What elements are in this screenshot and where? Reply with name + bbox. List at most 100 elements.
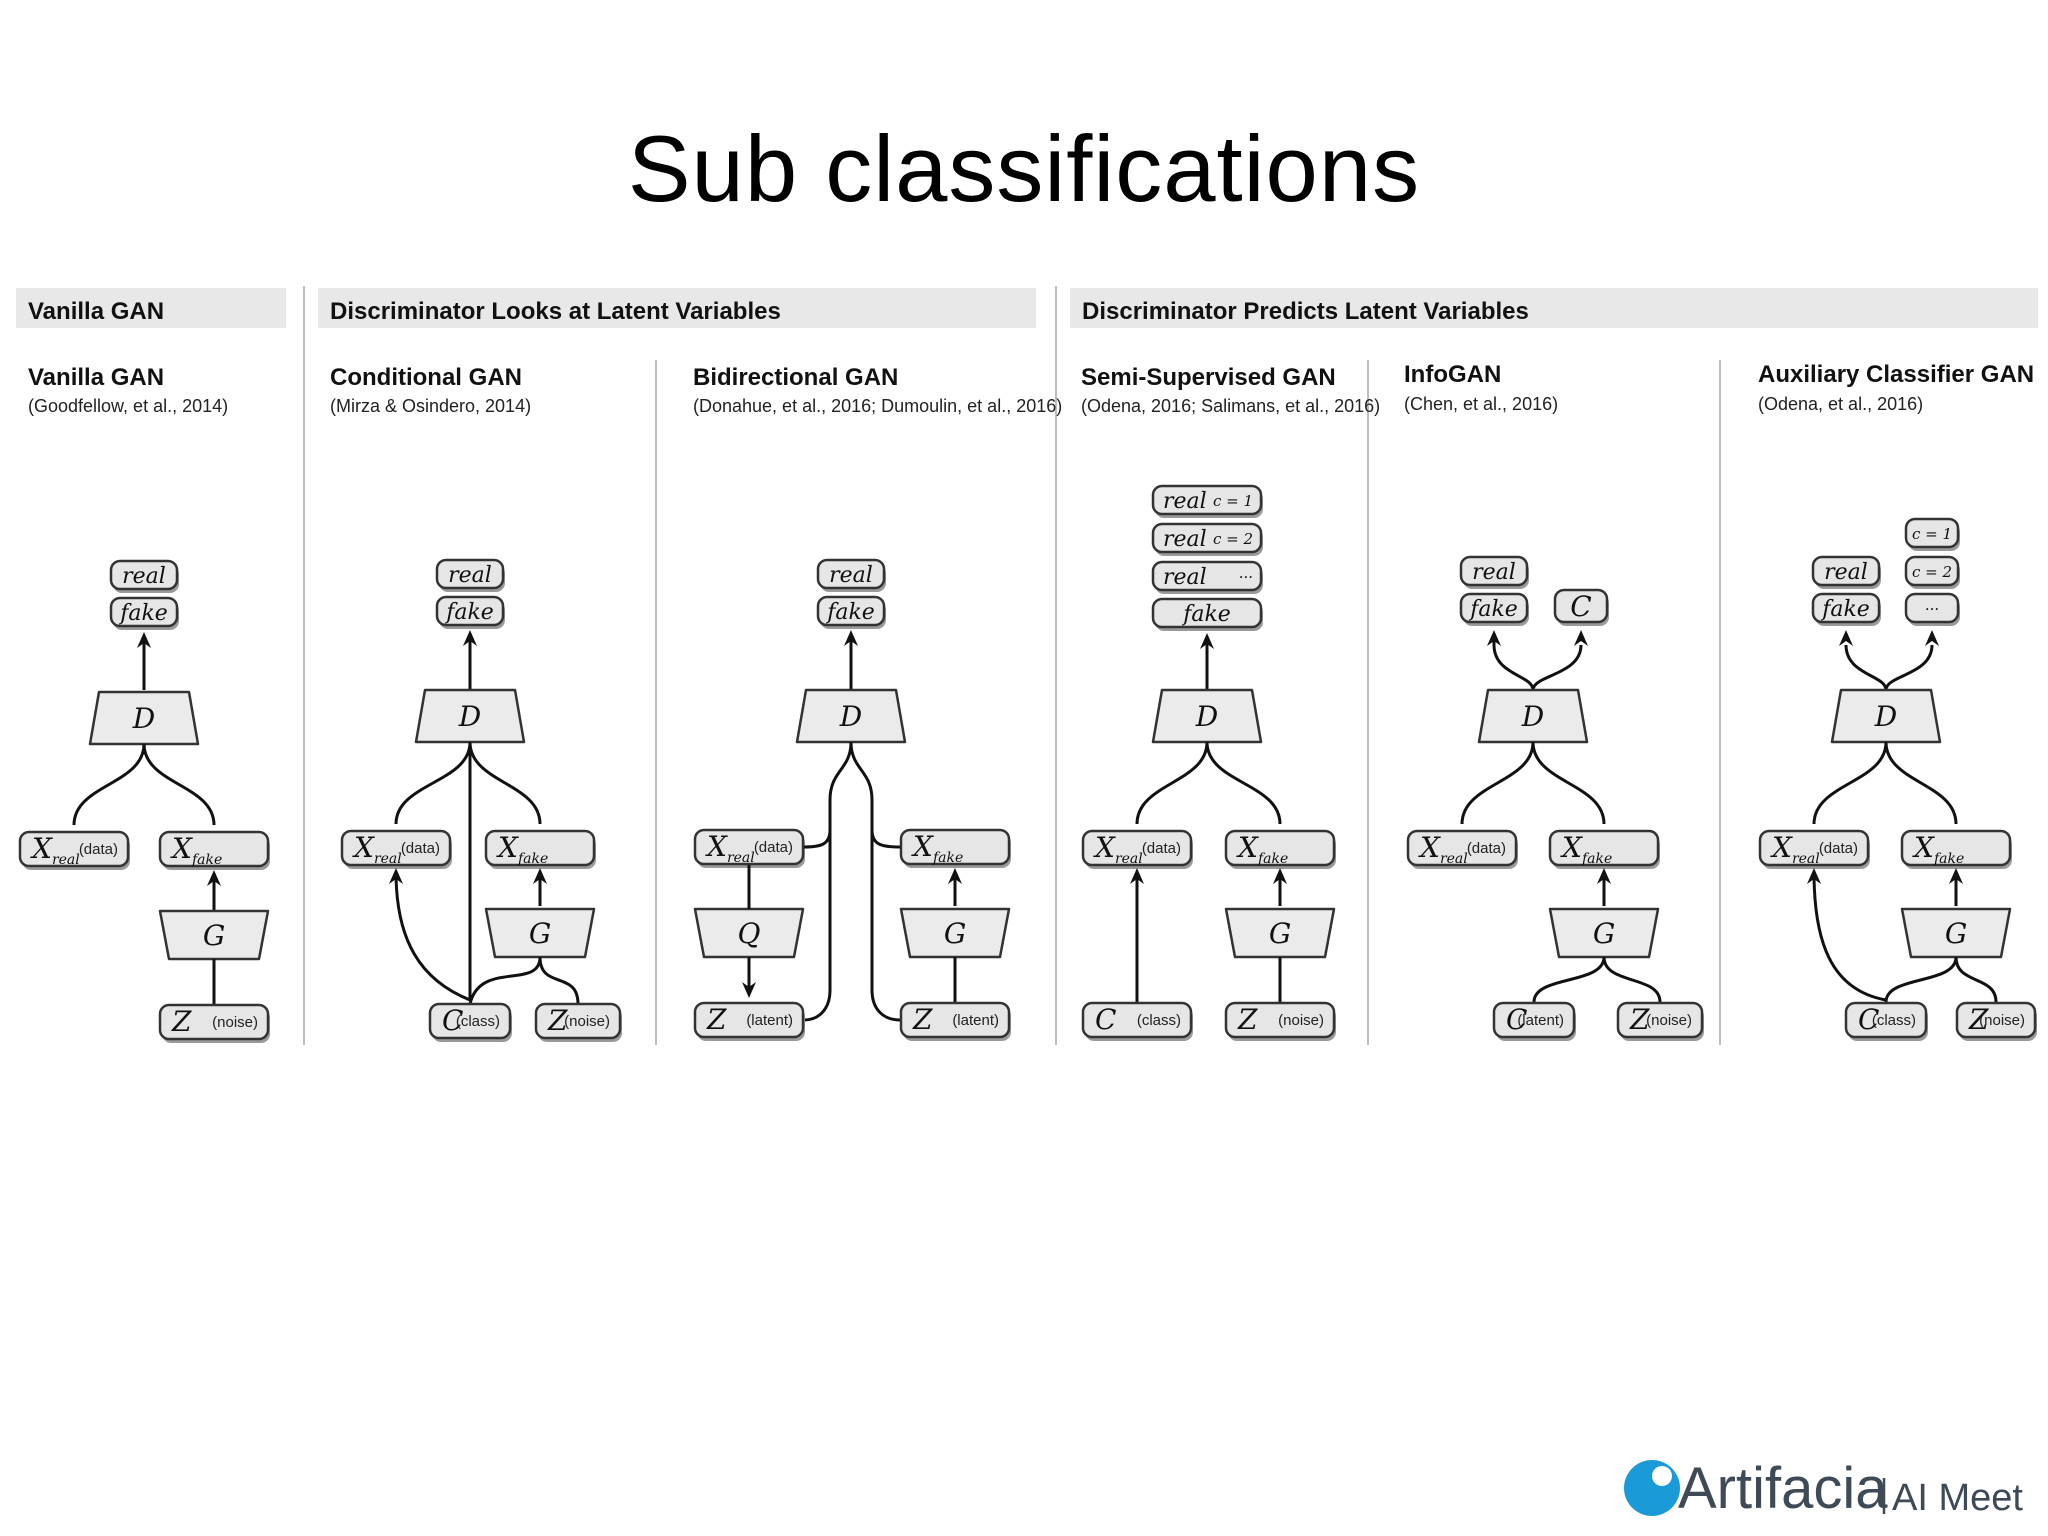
bidirectional-gan-real-box: real (816, 558, 886, 592)
vanilla-gan-z-box-label: Z (171, 1005, 192, 1038)
acgan-arrow-g-out-head (1949, 868, 1963, 884)
semi-supervised-gan-z-box-note: (noise) (1278, 1012, 1324, 1029)
semi-supervised-gan-arrow-g-out-head (1273, 868, 1287, 884)
model-title-2: Bidirectional GAN (693, 364, 898, 391)
infogan-xreal-box: Xreal(data) (1406, 829, 1518, 869)
model-citation-5: (Odena, et al., 2016) (1758, 394, 1923, 414)
bidirectional-gan-xreal-box-label: Xreal (705, 830, 755, 866)
model-title-1: Conditional GAN (330, 364, 522, 391)
bidirectional-gan-encoder-q-label: Q (738, 917, 761, 950)
acgan-edge-d-to-realfake-head (1839, 630, 1853, 646)
brand-logo: Artifacia AI Meet (1624, 1456, 2023, 1520)
conditional-gan-xreal-box-label: Xreal (352, 831, 402, 867)
brand-name: Artifacia (1678, 1456, 1888, 1520)
conditional-gan-edge-xfake (468, 741, 542, 825)
infogan-fake-box: fake (1459, 592, 1529, 626)
group-header-bar-1 (318, 288, 1036, 328)
group-header-bar-0 (16, 288, 286, 328)
bidirectional-gan-z-latent-left-box-note: (latent) (746, 1012, 793, 1029)
infogan-z-box: Z(noise) (1616, 1001, 1704, 1041)
conditional-gan-c-box-label: C (442, 1004, 463, 1037)
model-citation-0: (Goodfellow, et al., 2014) (28, 396, 228, 416)
bidirectional-gan-edge-xfake-to-d (870, 829, 901, 849)
semi-supervised-gan-c-box: C(class) (1081, 1001, 1193, 1041)
conditional-gan-real-box: real (435, 558, 505, 592)
acgan-edge-d-to-classes (1884, 644, 1934, 691)
acgan-edge-xreal (1812, 741, 1888, 825)
bidirectional-gan-real-box-label: real (829, 563, 873, 588)
vanilla-gan-fake-box: fake (109, 596, 179, 630)
model-title-5: Auxiliary Classifier GAN (1758, 361, 2034, 388)
acgan-z-box: Z(noise) (1955, 1001, 2037, 1041)
brand-suffix: AI Meet (1892, 1477, 2023, 1519)
semi-supervised-gan-generator: G (1224, 907, 1336, 959)
acgan-fake-box-label: fake (1820, 597, 1870, 622)
vanilla-gan-discriminator-label: D (132, 702, 155, 735)
acgan-c-box-label: C (1858, 1003, 1879, 1036)
bidirectional-gan-fake-box-label: fake (825, 600, 875, 625)
acgan-xreal-box: Xreal(data) (1758, 829, 1870, 869)
vanilla-gan-fake-box-label: fake (118, 601, 168, 626)
conditional-gan-generator: G (484, 907, 596, 959)
acgan-real-box-label: real (1824, 560, 1868, 585)
acgan-c-box-note: (class) (1872, 1012, 1916, 1029)
vanilla-gan-xreal-box: Xreal(data) (18, 830, 130, 870)
semi-supervised-gan-real-c1-box-label: real (1163, 489, 1207, 514)
infogan-z-box-label: Z (1629, 1003, 1650, 1036)
vanilla-gan-xreal-box-label: Xreal (30, 832, 80, 868)
infogan-c-output-box: C (1553, 588, 1609, 626)
conditional-gan-c-box-note: (class) (456, 1013, 500, 1030)
semi-supervised-gan-c-box-note: (class) (1137, 1012, 1181, 1029)
bidirectional-gan-discriminator-label: D (839, 700, 862, 733)
bidirectional-gan-generator: G (899, 907, 1011, 959)
vanilla-gan-edge-xreal (72, 743, 146, 826)
vanilla-gan-z-box: Z (noise) (158, 1003, 270, 1043)
model-citation-2: (Donahue, et al., 2016; Dumoulin, et al.… (693, 396, 1062, 416)
brand-dot-icon (1624, 1460, 1680, 1516)
infogan-xreal-box-label: Xreal (1418, 831, 1468, 867)
vanilla-gan-z-box-note: (noise) (212, 1014, 258, 1031)
acgan-z-box-label: Z (1968, 1003, 1989, 1036)
semi-supervised-gan-xreal-box: Xreal(data) (1081, 829, 1193, 869)
conditional-gan-edge-c-to-xreal-head (389, 868, 403, 884)
semi-supervised-gan-discriminator: D (1151, 688, 1263, 744)
bidirectional-gan-encoder-q: Q (693, 907, 805, 959)
acgan-edge-d-to-realfake (1844, 644, 1888, 691)
group-header-bar-2 (1070, 288, 2038, 328)
bidirectional-gan-xfake-box: Xfake (899, 828, 1011, 868)
infogan-fake-box-label: fake (1468, 597, 1518, 622)
infogan-edge-z-to-g (1602, 956, 1662, 1003)
acgan-edge-d-to-classes-head (1925, 630, 1939, 646)
group-header-label-2: Discriminator Predicts Latent Variables (1082, 298, 1529, 325)
conditional-gan-z-box-note: (noise) (564, 1013, 610, 1030)
vanilla-gan-xfake-box: Xfake (158, 830, 270, 870)
bidirectional-gan-z-latent-right-box-label: Z (912, 1003, 933, 1036)
model-citation-1: (Mirza & Osindero, 2014) (330, 396, 531, 416)
conditional-gan-discriminator: D (414, 688, 526, 744)
acgan-edge-c-to-xreal (1812, 871, 1887, 1002)
conditional-gan-xfake-box-label: Xfake (496, 831, 548, 867)
acgan-c1-box: c = 1 (1904, 517, 1960, 551)
conditional-gan-edge-xreal (394, 741, 472, 825)
conditional-gan-xreal-box: Xreal(data) (340, 829, 452, 869)
bidirectional-gan-edge-zright-to-d (849, 741, 901, 1022)
acgan-c2-box: c = 2 (1904, 555, 1960, 589)
bidirectional-gan-xfake-box-label: Xfake (911, 830, 963, 866)
bidirectional-gan-discriminator: D (795, 688, 907, 744)
bidirectional-gan-xreal-box: Xreal(data) (693, 828, 805, 868)
semi-supervised-gan-xreal-box-label: Xreal (1093, 831, 1143, 867)
conditional-gan-fake-box: fake (435, 595, 505, 629)
semi-supervised-gan-discriminator-label: D (1195, 700, 1218, 733)
semi-supervised-gan-arrow-c-to-xreal-head (1130, 868, 1144, 884)
conditional-gan-arrow-g-out-head (533, 868, 547, 884)
conditional-gan-discriminator-label: D (458, 700, 481, 733)
vanilla-gan-xreal-box-note: (data) (79, 841, 118, 858)
model-citation-3: (Odena, 2016; Salimans, et al., 2016) (1081, 396, 1380, 416)
acgan-discriminator: D (1830, 688, 1942, 744)
bidirectional-gan-edge-zleft-to-d (803, 741, 853, 1022)
semi-supervised-gan-xfake-box-label: Xfake (1236, 831, 1288, 867)
bidirectional-gan-z-latent-right-box: Z(latent) (899, 1001, 1011, 1041)
conditional-gan-edge-z-to-g (538, 956, 580, 1005)
acgan-cdots-box: ··· (1904, 592, 1960, 626)
